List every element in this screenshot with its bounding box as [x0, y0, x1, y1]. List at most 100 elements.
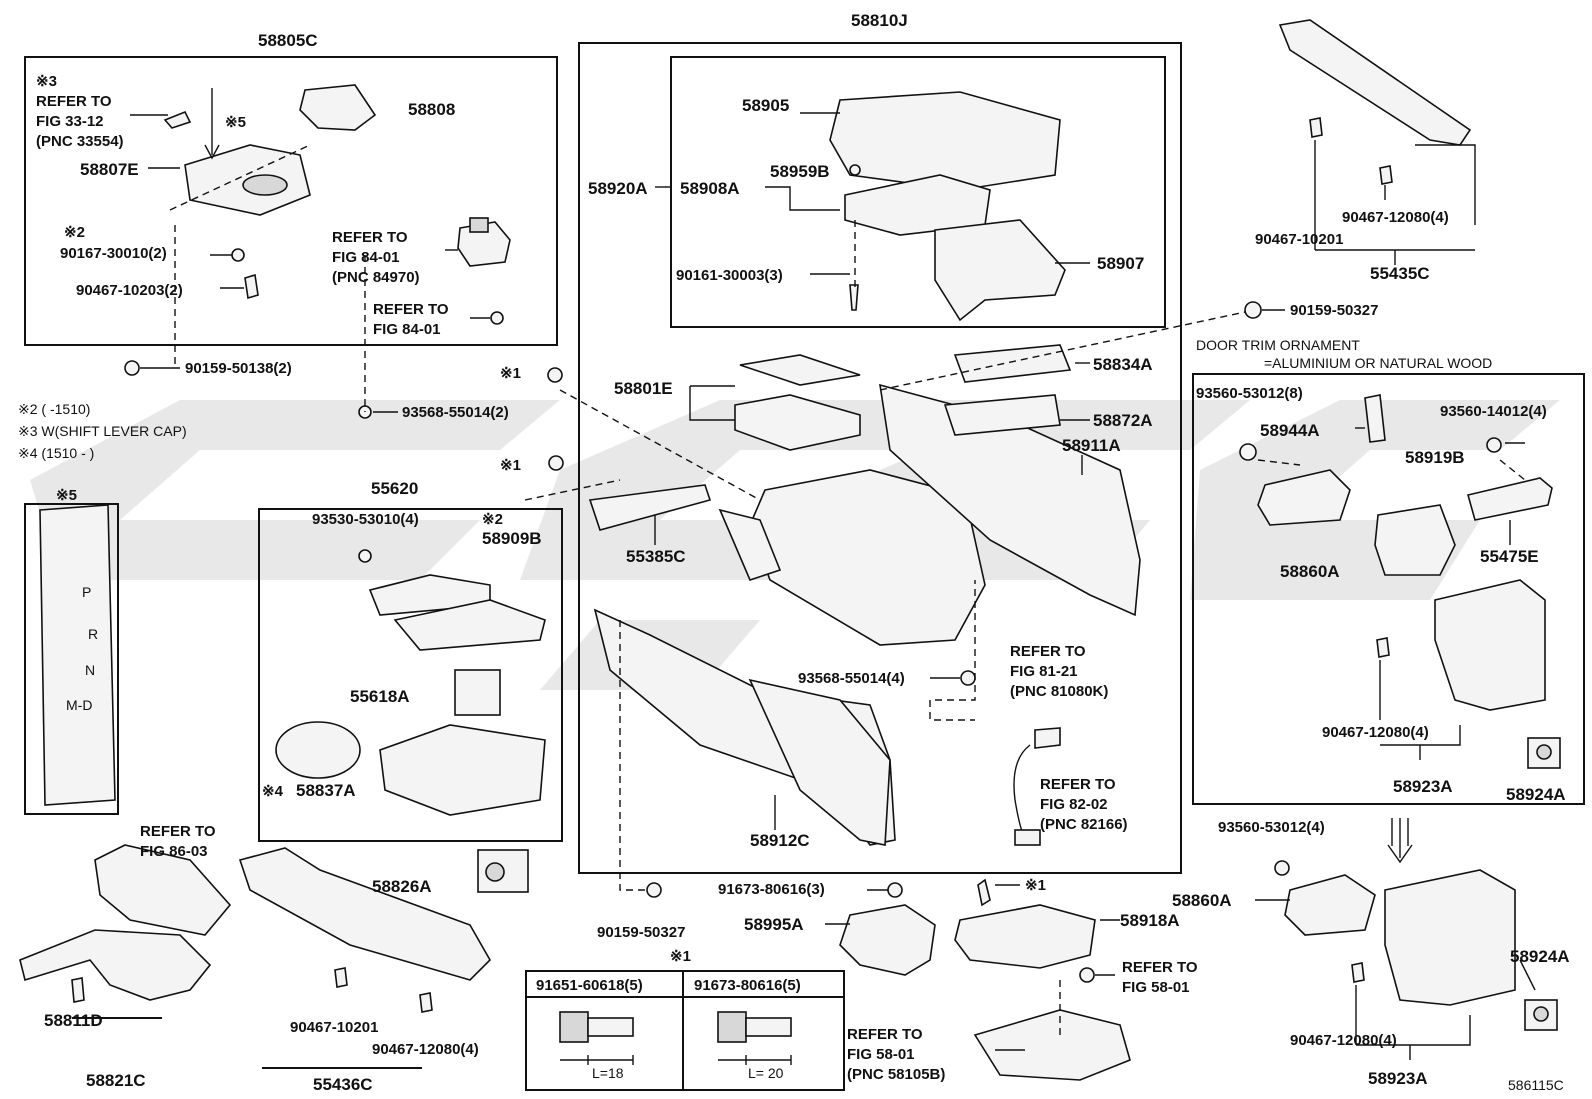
box-bolt-table-divider: [682, 970, 684, 1091]
label-note-3: ※3 W(SHIFT LEVER CAP): [18, 423, 187, 439]
label-door-trim: DOOR TRIM ORNAMENT: [1196, 337, 1360, 353]
label-58821c: 58821C: [86, 1071, 146, 1090]
label-58810j: 58810J: [851, 11, 908, 30]
label-length-18: L=18: [592, 1065, 624, 1081]
label-58837a: 58837A: [296, 781, 356, 800]
label-55385c: 55385C: [626, 547, 686, 566]
label-58905: 58905: [742, 96, 790, 115]
label-door-trim-material: =ALUMINIUM OR NATURAL WOOD: [1264, 355, 1493, 371]
label-90467-12080-c: 90467-12080(4): [372, 1041, 479, 1058]
console-bezel-group: [19, 844, 529, 1013]
label-55436c: 55436C: [313, 1075, 373, 1094]
label-x5-b: ※5: [56, 487, 77, 504]
label-length-20: L= 20: [748, 1065, 784, 1081]
label-x1-a: ※1: [500, 365, 521, 382]
label-note-2: ※2 ( -1510): [18, 401, 91, 417]
label-refer-82-02: REFER TO FIG 82-02 (PNC 82166): [1040, 776, 1128, 833]
label-x4: ※4: [262, 783, 283, 800]
label-58959b: 58959B: [770, 162, 830, 181]
label-58811d: 58811D: [44, 1011, 103, 1030]
label-58944a: 58944A: [1260, 421, 1320, 440]
label-90161-30003: 90161-30003(3): [676, 267, 783, 284]
label-refer-81-21: REFER TO FIG 81-21 (PNC 81080K): [1010, 643, 1109, 700]
label-shift-p: P: [82, 584, 92, 600]
label-90159-50327-a: 90159-50327: [1290, 302, 1379, 319]
label-90159-50327-b: 90159-50327: [597, 924, 686, 941]
label-x1-b: ※1: [500, 457, 521, 474]
label-58918a: 58918A: [1120, 911, 1180, 930]
rear-vent-top-group: [1278, 19, 1476, 265]
cup-holder-group: [275, 549, 546, 816]
label-x2-b: ※2: [482, 511, 503, 528]
label-58912c: 58912C: [750, 831, 810, 850]
label-91673-80616-a: 91673-80616(3): [718, 881, 825, 898]
bracket-58821c: [72, 1017, 162, 1019]
label-shift-n: N: [85, 662, 96, 678]
label-refer-58-01-b: REFER TO FIG 58-01 (PNC 58105B): [847, 1026, 946, 1083]
label-55435c: 55435C: [1370, 264, 1430, 283]
label-58807e: 58807E: [80, 160, 139, 179]
label-90467-10201-a: 90467-10201: [1255, 231, 1344, 248]
label-58834a: 58834A: [1093, 355, 1153, 374]
label-refer-84-01-b: REFER TO FIG 84-01: [373, 301, 449, 338]
label-58920a: 58920A: [588, 179, 648, 198]
shift-knob-58808: [299, 84, 377, 131]
label-58919b: 58919B: [1405, 448, 1465, 467]
label-x2-a: ※2: [64, 224, 85, 241]
label-58860a-1: 58860A: [1280, 562, 1340, 581]
bracket-55436c: [262, 1067, 422, 1069]
label-55618a: 55618A: [350, 687, 410, 706]
label-table-col-1: 91651-60618(5): [536, 977, 643, 994]
label-58826a: 58826A: [372, 877, 432, 896]
label-58872a: 58872A: [1093, 411, 1153, 430]
label-58908a: 58908A: [680, 179, 740, 198]
label-x1-c: ※1: [670, 948, 691, 965]
box-58920a: [670, 56, 1166, 328]
label-refer-33-12: ※3 REFER TO FIG 33-12 (PNC 33554): [36, 73, 124, 150]
label-90159-50138: 90159-50138(2): [185, 360, 292, 377]
label-note-4: ※4 (1510 - ): [18, 445, 95, 461]
label-shift-md: M-D: [66, 697, 93, 713]
label-58924a-1: 58924A: [1506, 785, 1566, 804]
label-90467-12080-a: 90467-12080(4): [1342, 209, 1449, 226]
label-58860a-2: 58860A: [1172, 891, 1232, 910]
label-93530-53010: 93530-53010(4): [312, 511, 419, 528]
label-58805c: 58805C: [258, 31, 318, 50]
label-58911a: 58911A: [1062, 436, 1121, 455]
label-90467-12080-d: 90467-12080(4): [1290, 1032, 1397, 1049]
label-58909b: 58909B: [482, 529, 542, 548]
rear-vent-ornament-group: [1239, 394, 1561, 769]
label-55620: 55620: [371, 479, 419, 498]
shift-lever-group: [124, 84, 511, 419]
label-refer-86-03: REFER TO FIG 86-03: [140, 823, 216, 860]
box-bolt-table: [525, 970, 845, 1091]
bracket-group: [646, 700, 1131, 1081]
label-93560-53012-4: 93560-53012(4): [1218, 819, 1325, 836]
box-58805c: [24, 56, 558, 346]
down-arrow: [1387, 818, 1413, 864]
bolt-table-graphics: [559, 1011, 792, 1065]
rear-vent-bottom-group: [1255, 860, 1558, 1060]
label-90467-10201-b: 90467-10201: [290, 1019, 379, 1036]
label-93560-14012: 93560-14012(4): [1440, 403, 1547, 420]
console-box-group: [524, 91, 1285, 891]
label-58923a-1: 58923A: [1393, 777, 1453, 796]
label-refer-84-01-a: REFER TO FIG 84-01 (PNC 84970): [332, 229, 420, 286]
label-58801e: 58801E: [614, 379, 673, 398]
label-x1-d: ※1: [1025, 877, 1046, 894]
label-93560-53012-8: 93560-53012(8): [1196, 385, 1303, 402]
label-58907: 58907: [1097, 254, 1145, 273]
label-x5-a: ※5: [225, 114, 246, 131]
box-door-trim: [1192, 373, 1585, 805]
label-93568-55014-a: 93568-55014(2): [402, 404, 509, 421]
box-bolt-table-header: [525, 970, 845, 998]
label-58923a-2: 58923A: [1368, 1069, 1428, 1088]
label-90467-10203: 90467-10203(2): [76, 282, 183, 299]
label-93568-55014-b: 93568-55014(4): [798, 670, 905, 687]
label-58808: 58808: [408, 100, 456, 119]
box-shift-indicator: [24, 503, 119, 815]
label-58924a-2: 58924A: [1510, 947, 1570, 966]
label-55475e: 55475E: [1480, 547, 1539, 566]
box-55620: [258, 508, 563, 842]
